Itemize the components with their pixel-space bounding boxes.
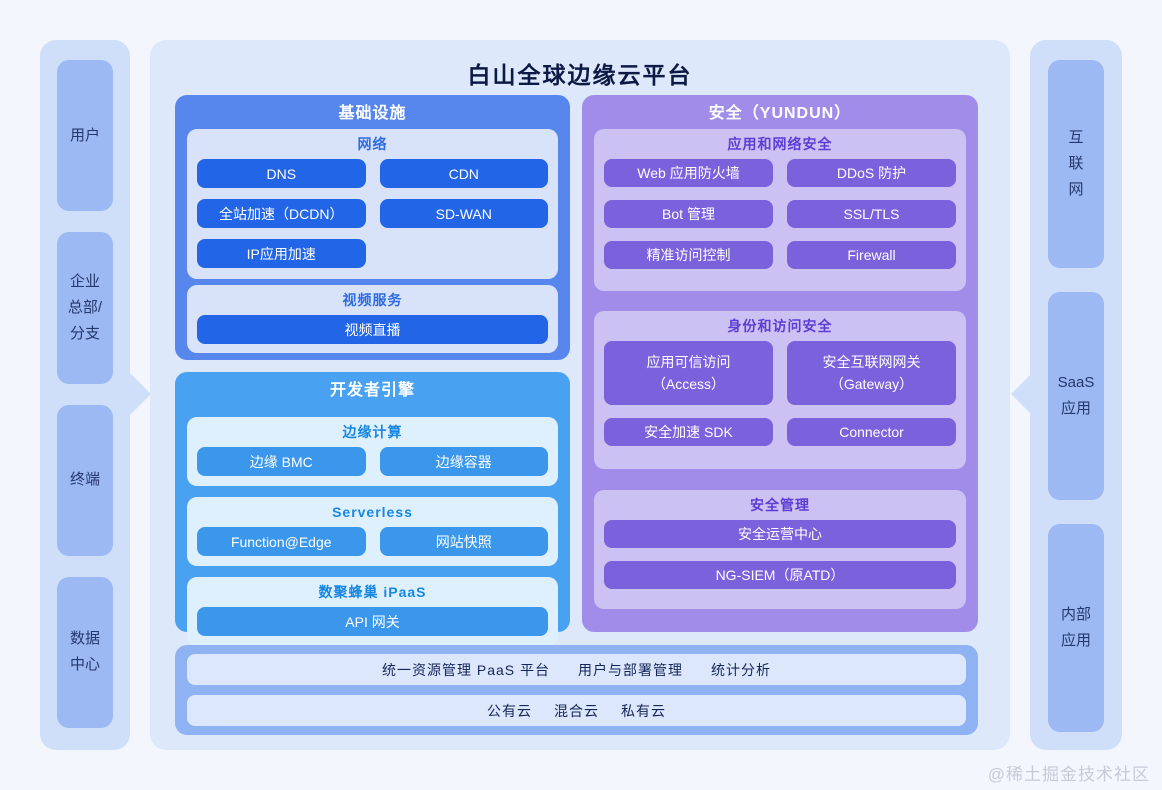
- developer-engine-title: 开发者引擎: [329, 382, 415, 399]
- left-sidebar: 用户企业 总部/ 分支终端数据 中心: [40, 40, 130, 750]
- service-pill: SSL/TLS: [787, 200, 956, 228]
- right-sidebar-item: 互 联 网: [1048, 60, 1104, 268]
- service-pill: 网站快照: [379, 527, 548, 556]
- video-services-panel: 视频服务 视频直播: [187, 285, 558, 353]
- developer-engine-block: 开发者引擎 边缘计算 边缘 BMC 边缘容器 Serverless Functio…: [175, 372, 570, 646]
- edge-computing-panel: 边缘计算 边缘 BMC 边缘容器: [187, 417, 558, 486]
- service-pill: 应用可信访问 （Access）: [604, 341, 773, 405]
- cloud-bar-label: 私有云: [621, 702, 666, 719]
- service-pill: DDoS 防护: [787, 159, 956, 187]
- network-title: 网络: [357, 136, 388, 152]
- cloud-bar-label: 混合云: [554, 702, 599, 719]
- service-pill: NG-SIEM（原ATD）: [604, 561, 956, 589]
- service-pill: DNS: [197, 159, 366, 188]
- service-pill: CDN: [379, 159, 548, 188]
- network-services: DNS CDN 全站加速（DCDN） SD-WAN IP应用加速: [197, 159, 548, 268]
- service-pill: 安全互联网网关 （Gateway）: [787, 341, 956, 405]
- service-pill: Web 应用防火墙: [604, 159, 773, 187]
- right-sidebar-item: 内部 应用: [1048, 524, 1104, 732]
- edge-computing-title: 边缘计算: [342, 424, 403, 440]
- service-pill: IP应用加速: [197, 239, 366, 268]
- paas-bar-label: 统一资源管理 PaaS 平台: [381, 661, 551, 678]
- service-pill: 视频直播: [197, 315, 548, 344]
- security-mgmt-services: 安全运营中心 NG-SIEM（原ATD）: [604, 520, 956, 589]
- paas-bar-label: 用户与部署管理: [578, 661, 684, 678]
- security-mgmt-title: 安全管理: [750, 497, 810, 513]
- security-block: 安全（YUNDUN） 应用和网络安全 Web 应用防火墙 DDoS 防护 Bot 管…: [582, 95, 978, 632]
- service-pill: Connector: [787, 418, 956, 446]
- left-sidebar-item: 企业 总部/ 分支: [57, 232, 113, 384]
- service-pill: 边缘容器: [379, 447, 548, 476]
- management-block: 统一资源管理 PaaS 平台 用户与部署管理 统计分析 公有云 混合云 私有云: [175, 645, 978, 735]
- paas-bar-label: 统计分析: [711, 661, 772, 678]
- left-sidebar-item: 用户: [57, 60, 113, 212]
- service-pill: API 网关: [197, 607, 548, 636]
- service-pill: SD-WAN: [379, 199, 548, 228]
- service-pill: 全站加速（DCDN）: [197, 199, 366, 228]
- service-pill: Firewall: [787, 241, 956, 269]
- video-services-title: 视频服务: [342, 292, 403, 308]
- infrastructure-title: 基础设施: [338, 105, 407, 122]
- left-sidebar-item: 终端: [57, 404, 113, 556]
- service-pill: 安全加速 SDK: [604, 418, 773, 446]
- left-sidebar-item: 数据 中心: [57, 576, 113, 728]
- ipaas-title: 数聚蜂巢 iPaaS: [318, 584, 427, 600]
- video-services: 视频直播: [197, 315, 548, 344]
- infrastructure-block: 基础设施 网络 DNS CDN 全站加速（DCDN） SD-WAN IP应用加速 视频服…: [175, 95, 570, 360]
- app-network-security-services: Web 应用防火墙 DDoS 防护 Bot 管理 SSL/TLS 精准访问控制 Firew…: [604, 159, 956, 269]
- platform-diagram: 白山全球边缘云平台 基础设施 网络 DNS CDN 全站加速（DCDN） SD-WAN…: [150, 40, 1010, 750]
- network-panel: 网络 DNS CDN 全站加速（DCDN） SD-WAN IP应用加速: [187, 129, 558, 279]
- serverless-panel: Serverless Function@Edge 网站快照: [187, 497, 558, 566]
- cloud-bar: 公有云 混合云 私有云: [187, 695, 966, 726]
- edge-computing-services: 边缘 BMC 边缘容器: [197, 447, 548, 476]
- page-title: 白山全球边缘云平台: [467, 62, 693, 88]
- right-sidebar-item: SaaS 应用: [1048, 292, 1104, 500]
- security-mgmt-panel: 安全管理 安全运营中心 NG-SIEM（原ATD）: [594, 490, 966, 609]
- service-pill: Function@Edge: [197, 527, 366, 556]
- serverless-services: Function@Edge 网站快照: [197, 527, 548, 556]
- paas-bar: 统一资源管理 PaaS 平台 用户与部署管理 统计分析: [187, 654, 966, 685]
- identity-access-panel: 身份和访问安全 应用可信访问 （Access）安全互联网网关 （Gateway）…: [594, 311, 966, 469]
- app-network-security-title: 应用和网络安全: [727, 136, 833, 152]
- app-network-security-panel: 应用和网络安全 Web 应用防火墙 DDoS 防护 Bot 管理 SSL/TLS 精准访…: [594, 129, 966, 291]
- right-sidebar: 互 联 网 SaaS 应用内部 应用: [1030, 40, 1122, 750]
- ipaas-services: API 网关: [197, 607, 548, 636]
- service-pill: 边缘 BMC: [197, 447, 366, 476]
- security-title: 安全（YUNDUN）: [708, 105, 852, 122]
- service-pill: Bot 管理: [604, 200, 773, 228]
- serverless-title: Serverless: [332, 504, 413, 520]
- cloud-bar-label: 公有云: [487, 702, 532, 719]
- identity-access-title: 身份和访问安全: [727, 318, 833, 334]
- watermark: @稀土掘金技术社区: [987, 765, 1150, 784]
- service-pill: 精准访问控制: [604, 241, 773, 269]
- service-pill: 安全运营中心: [604, 520, 956, 548]
- right-arrow-icon: [129, 372, 151, 416]
- ipaas-panel: 数聚蜂巢 iPaaS API 网关: [187, 577, 558, 646]
- identity-access-services: 应用可信访问 （Access）安全互联网网关 （Gateway） 安全加速 SDK…: [604, 341, 956, 446]
